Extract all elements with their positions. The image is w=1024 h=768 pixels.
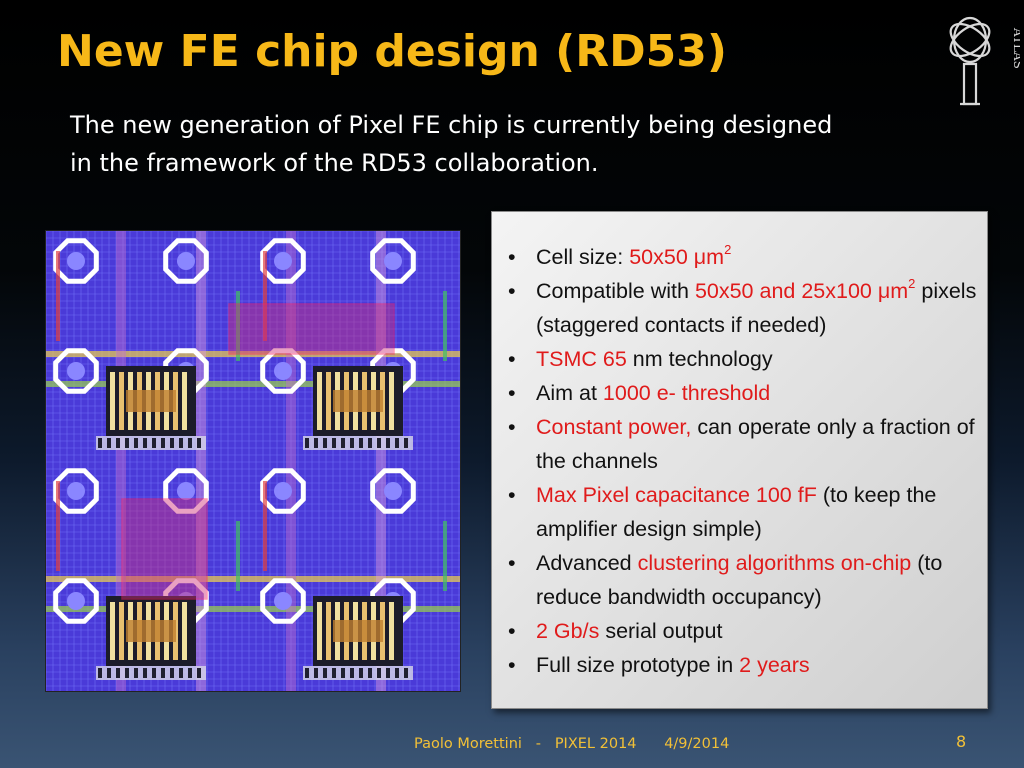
highlight-text: 50x50 μm (629, 245, 725, 269)
bullet-item: • Constant power, can operate only a fra… (504, 410, 980, 478)
bullet-item: • Aim at 1000 e- threshold (504, 376, 980, 410)
bullet-item: • TSMC 65 nm technology (504, 342, 980, 376)
bullet-icon: • (508, 551, 516, 575)
bullet-icon: • (508, 245, 516, 269)
footer-separator: - (535, 736, 541, 752)
highlight-text: 2 Gb/s (536, 619, 600, 643)
bullet-text: Cell size: (536, 245, 630, 269)
bullet-icon: • (508, 279, 516, 303)
bullet-text: (to reduce bandwidth occupancy) (536, 551, 943, 609)
footer-date: 4/9/2014 (664, 736, 730, 752)
bullet-text: Full size prototype in (536, 653, 740, 677)
highlight-text: Constant power, (536, 415, 692, 439)
features-panel: •Cell size: 50x50 μm2•Compatible with 50… (491, 211, 988, 709)
bullet-icon: • (508, 483, 516, 507)
bullet-icon: • (508, 415, 516, 439)
bullet-icon: • (508, 619, 516, 643)
bullet-text: pixels (staggered contacts if needed) (536, 279, 977, 337)
footer-author: Paolo Morettini (414, 736, 522, 752)
bullet-item: • Cell size: 50x50 μm2 (504, 240, 980, 274)
bullet-item: • Compatible with 50x50 and 25x100 μm2 pi… (504, 274, 980, 342)
bullet-item: •Advanced clustering algorithms on-chip … (504, 546, 980, 614)
bullet-text: serial output (599, 619, 723, 643)
highlight-text: Max Pixel capacitance 100 fF (536, 483, 817, 507)
highlight-text: 2 (908, 275, 916, 291)
slide-subtitle: The new generation of Pixel FE chip is c… (70, 111, 833, 177)
bullet-item: • 2 Gb/s serial output (504, 614, 980, 648)
chip-layout-image (45, 230, 461, 692)
bullet-text: can operate only a fraction of the chann… (536, 415, 975, 473)
atlas-logo-text: ATLAS (1011, 27, 1020, 69)
highlight-text: 50x50 and 25x100 μm (694, 279, 909, 303)
footer-event: PIXEL 2014 (554, 736, 637, 752)
atlas-logo-icon: ATLAS (949, 16, 1020, 106)
page-number: 8 (956, 732, 967, 751)
bullet-text: Compatible with (536, 279, 695, 303)
bullet-item: • Full size prototype in 2 years (504, 648, 980, 682)
highlight-text: 2 years (739, 653, 810, 677)
bullet-icon: • (508, 653, 516, 677)
bullet-item: • Max Pixel capacitance 100 fF (to keep … (504, 478, 980, 546)
bullet-text: Advanced (536, 551, 638, 575)
highlight-text: 1000 e- threshold (602, 381, 771, 405)
highlight-text: 2 (724, 241, 732, 257)
bullet-text: Aim at (536, 381, 603, 405)
bullet-icon: • (508, 347, 516, 371)
slide-title: New FE chip design (RD53) (57, 26, 727, 77)
features-list: •Cell size: 50x50 μm2•Compatible with 50… (504, 240, 980, 682)
footer: Paolo Morettini - PIXEL 2014 4/9/2014 (414, 736, 729, 752)
highlight-text: TSMC 65 (536, 347, 627, 371)
bullet-text: (to keep the amplifier design simple) (536, 483, 937, 541)
highlight-text: clustering algorithms on-chip (637, 551, 912, 575)
bullet-icon: • (508, 381, 516, 405)
bullet-text: nm technology (626, 347, 773, 371)
